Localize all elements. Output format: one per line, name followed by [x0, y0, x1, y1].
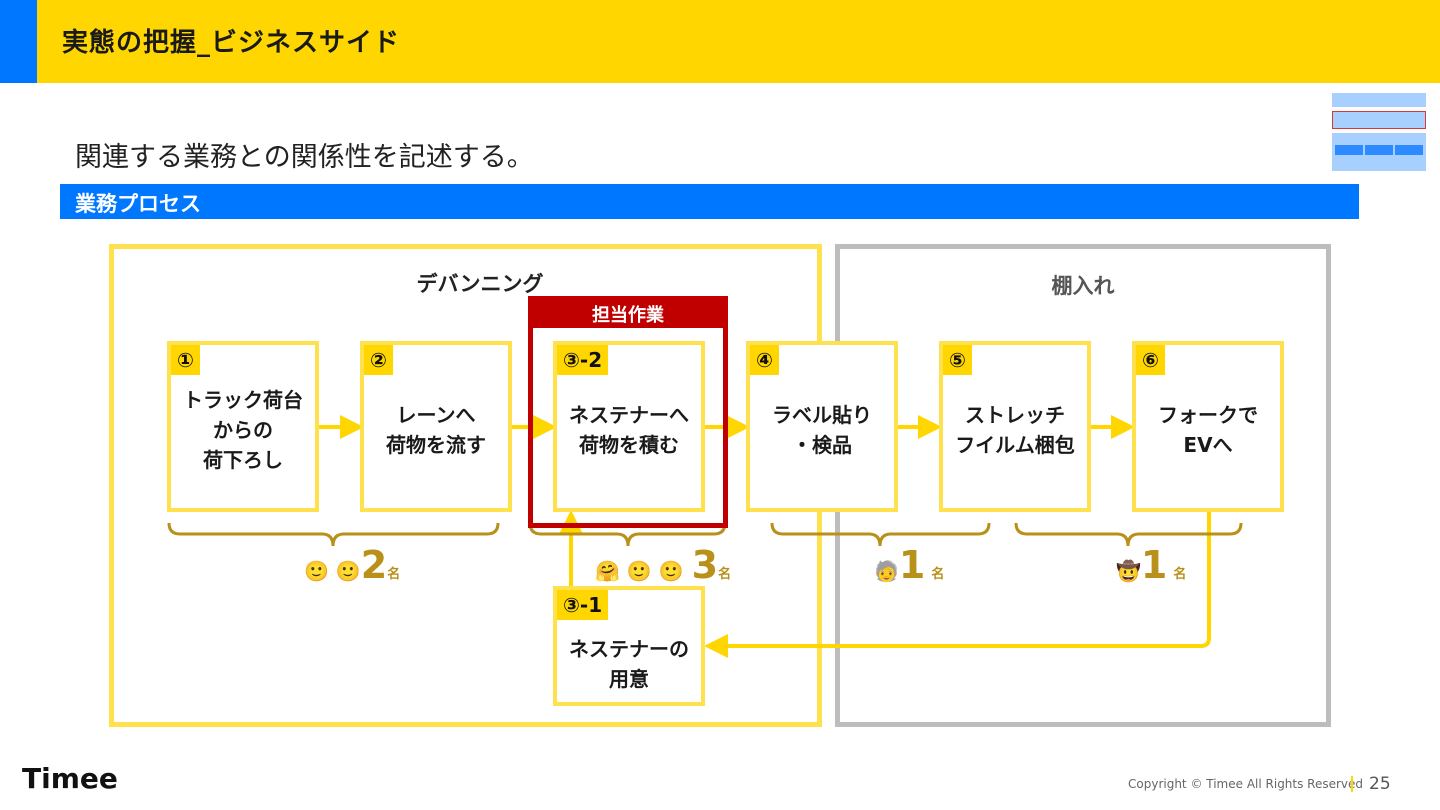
staff-group-2-count: 3	[691, 543, 719, 587]
staff-group-2-unit: 名	[718, 567, 732, 582]
copyright-text: Copyright © Timee All Rights Reserved	[1128, 777, 1364, 791]
header-accent	[0, 0, 37, 83]
phase-shelving-title: 棚入れ	[1051, 274, 1115, 298]
staff-group-1-count: 2	[360, 543, 388, 587]
brace-group-3	[770, 522, 991, 547]
staff-group-3-count: 1	[898, 543, 926, 587]
slide-thumbnail	[1332, 93, 1426, 171]
phase-debanning-title: デバンニング	[416, 272, 544, 296]
staff-group-2: 🤗 🙂 🙂 3名	[595, 543, 731, 587]
brace-group-1	[167, 522, 500, 547]
step-3-1-box: ③-1 ネステナーの 用意	[553, 586, 705, 706]
section-label: 業務プロセス	[75, 192, 201, 216]
page-number: 25	[1369, 774, 1391, 794]
step-1-number: ①	[171, 345, 200, 375]
step-4-box: ④ ラベル貼り ・検品	[746, 341, 898, 512]
step-2-text: レーンへ 荷物を流す	[386, 403, 486, 457]
staff-group-3-unit: 名	[931, 567, 945, 582]
step-5-text: ストレッチ フイルム梱包	[955, 403, 1075, 457]
staff-group-4-count: 1	[1140, 543, 1168, 587]
staff-group-1-emoji: 🙂 🙂	[304, 559, 361, 583]
step-2-number: ②	[364, 345, 393, 375]
brace-group-4	[1014, 522, 1243, 547]
brace-group-2	[528, 522, 727, 547]
staff-group-4-emoji: 🤠	[1116, 559, 1141, 583]
arrow-6-31	[704, 512, 1211, 658]
step-6-text: フォークで EVへ	[1158, 403, 1258, 457]
staff-group-3-emoji: 🧓	[874, 559, 899, 583]
step-5-box: ⑤ ストレッチ フイルム梱包	[939, 341, 1091, 512]
staff-group-2-emoji: 🤗 🙂 🙂	[595, 559, 684, 583]
task-label: 担当作業	[592, 305, 664, 326]
step-2-box: ② レーンへ 荷物を流す	[360, 341, 512, 512]
step-6-number: ⑥	[1136, 345, 1165, 375]
staff-group-1: 🙂 🙂2名	[304, 543, 400, 587]
step-1-text: トラック荷台 からの 荷下ろし	[183, 388, 303, 472]
step-6-box: ⑥ フォークで EVへ	[1132, 341, 1284, 512]
page-title: 実態の把握_ビジネスサイド	[62, 28, 401, 58]
step-3-2-text: ネステナーへ 荷物を積む	[569, 403, 689, 457]
staff-group-4-unit: 名	[1173, 567, 1187, 582]
step-4-number: ④	[750, 345, 779, 375]
header-bar	[0, 0, 1440, 83]
section-bar	[60, 184, 1359, 219]
footer-separator	[1351, 776, 1353, 792]
step-4-text: ラベル貼り ・検品	[772, 403, 872, 457]
timee-logo: Timee	[22, 762, 118, 795]
step-3-2-box: ③-2 ネステナーへ 荷物を積む	[553, 341, 705, 512]
step-5-number: ⑤	[943, 345, 972, 375]
step-3-1-number: ③-1	[557, 590, 609, 620]
step-1-box: ① トラック荷台 からの 荷下ろし	[167, 341, 319, 512]
subtitle: 関連する業務との関係性を記述する。	[75, 142, 534, 173]
staff-group-1-unit: 名	[387, 567, 401, 582]
step-3-1-text: ネステナーの 用意	[569, 637, 689, 691]
task-label-bg	[528, 296, 728, 328]
step-3-2-number: ③-2	[557, 345, 609, 375]
